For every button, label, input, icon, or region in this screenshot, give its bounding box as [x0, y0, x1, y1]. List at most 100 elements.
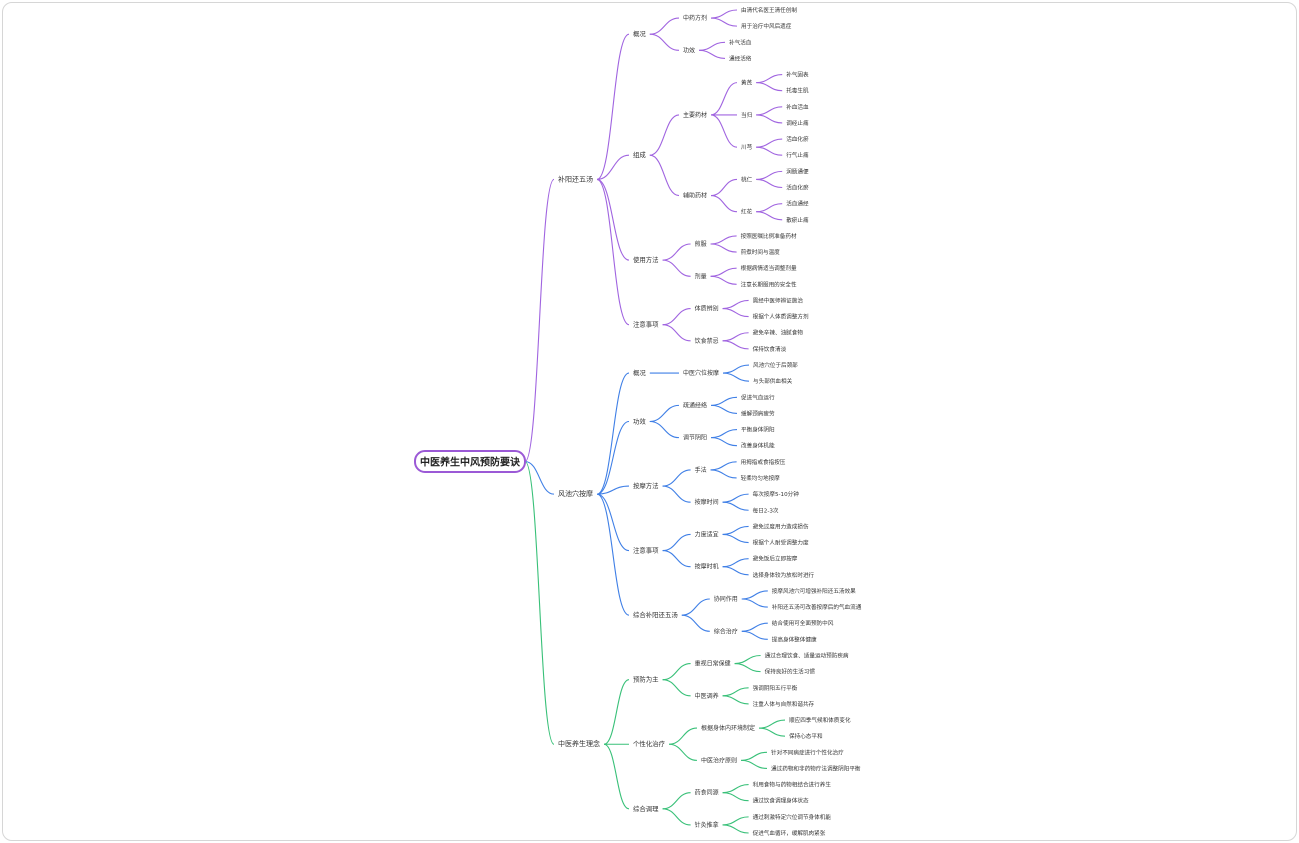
mindmap-node-level4[interactable]: 促进气血循环，缓解肌肉紧张	[753, 829, 826, 837]
mindmap-node-level4[interactable]: 保持饮食清淡	[753, 345, 787, 353]
mindmap-node-level2[interactable]: 预防为主	[633, 675, 659, 684]
mindmap-node-level4[interactable]: 注重人体与自然和谐共存	[753, 700, 815, 708]
mindmap-node-level3[interactable]: 药食同源	[695, 789, 719, 797]
mindmap-node-level5[interactable]: 托毒生肌	[786, 87, 809, 95]
mindmap-node-level3[interactable]: 重视日常保健	[695, 660, 731, 668]
mindmap-node-level1[interactable]: 风池穴按摩	[558, 489, 593, 498]
mindmap-node-level2[interactable]: 按摩方法	[633, 481, 659, 490]
connector-line	[756, 178, 783, 189]
mindmap-node-level4[interactable]: 保持心态平和	[789, 732, 823, 740]
mindmap-node-level5[interactable]: 散瘀止痛	[786, 216, 809, 224]
connector-line	[758, 719, 786, 729]
mindmap-node-level4[interactable]: 通过刺激特定穴位调节身体机能	[753, 813, 832, 821]
mindmap-node-level2[interactable]: 综合补阳还五汤	[633, 610, 678, 619]
mindmap-node-level4[interactable]: 利用食物与药物相结合进行养生	[753, 781, 832, 789]
mindmap-node-level3[interactable]: 按摩时机	[695, 563, 719, 571]
mindmap-node-level2[interactable]: 概况	[633, 29, 646, 38]
mindmap-node-level3[interactable]: 饮食禁忌	[695, 337, 719, 345]
mindmap-node-level4[interactable]: 通过饮食调理身体状态	[753, 797, 809, 805]
mindmap-node-level5[interactable]: 补血活血	[786, 103, 809, 111]
mindmap-node-level2[interactable]: 综合调理	[633, 804, 659, 813]
mindmap-node-level5[interactable]: 润肠通便	[786, 167, 809, 175]
mindmap-node-level3[interactable]: 根据身体内环境制定	[701, 724, 755, 732]
mindmap-node-level4[interactable]: 红花	[741, 208, 753, 216]
mindmap-node-level2[interactable]: 组成	[633, 150, 646, 159]
mindmap-node-level4[interactable]: 与头部供血相关	[753, 377, 793, 385]
mindmap-node-level2[interactable]: 概况	[633, 368, 646, 377]
mindmap-node-level4[interactable]: 促进气血运行	[741, 393, 775, 401]
mindmap-node-level4[interactable]: 结合使用可全面预防中风	[772, 619, 834, 627]
mindmap-node-level4[interactable]: 风池穴位于后颈部	[753, 361, 798, 369]
mindmap-node-level4[interactable]: 保持良好的生活习惯	[765, 668, 816, 676]
mindmap-node-level5[interactable]: 活血通经	[786, 200, 809, 208]
mindmap-node-level2[interactable]: 个性化治疗	[633, 739, 666, 748]
mindmap-node-level1[interactable]: 中医养生理念	[558, 739, 600, 748]
mindmap-node-level2[interactable]: 使用方法	[633, 255, 659, 264]
mindmap-node-level1[interactable]: 补阳还五汤	[558, 174, 593, 183]
mindmap-node-level2[interactable]: 注意事项	[633, 546, 659, 555]
mindmap-node-level4[interactable]: 避免过度用力造成损伤	[753, 522, 809, 530]
mindmap-node-level3[interactable]: 辅助药材	[683, 192, 707, 200]
mindmap-node-level4[interactable]: 川芎	[741, 143, 753, 151]
mindmap-node-level3[interactable]: 按摩时间	[695, 498, 719, 506]
mindmap-node-level3[interactable]: 功效	[683, 46, 695, 54]
root-node[interactable]: 中医养生中风预防要诀	[414, 450, 526, 473]
mindmap-node-level4[interactable]: 根据病情适当调整剂量	[741, 264, 797, 272]
mindmap-node-level4[interactable]: 强调阴阳五行平衡	[753, 684, 798, 692]
mindmap-node-level4[interactable]: 选择身体较为放松时进行	[753, 571, 815, 579]
mindmap-node-level3[interactable]: 中医调养	[695, 692, 719, 700]
mindmap-node-level3[interactable]: 疏通经络	[683, 401, 707, 409]
mindmap-node-level4[interactable]: 平衡身体阴阳	[741, 426, 775, 434]
mindmap-node-level4[interactable]: 避免辛辣、油腻食物	[753, 329, 804, 337]
mindmap-node-level3[interactable]: 综合治疗	[714, 627, 738, 635]
mindmap-node-level4[interactable]: 根据个人体质调整方剂	[753, 313, 809, 321]
mindmap-node-level4[interactable]: 缓解颈肩疲劳	[741, 409, 775, 417]
mindmap-node-level3[interactable]: 煎服	[695, 240, 707, 248]
mindmap-node-level2[interactable]: 注意事项	[633, 320, 659, 329]
mindmap-node-level4[interactable]: 提高身体整体健康	[772, 635, 817, 643]
mindmap-node-level4[interactable]: 需经中医师辨证施治	[753, 296, 804, 304]
mindmap-node-level4[interactable]: 桃仁	[741, 175, 753, 183]
mindmap-node-level3[interactable]: 协同作用	[714, 595, 738, 603]
mindmap-node-level5[interactable]: 调经止痛	[786, 119, 809, 127]
mindmap-node-level5[interactable]: 活血化瘀	[786, 135, 809, 143]
mindmap-node-level4[interactable]: 根据个人耐受调整力度	[753, 539, 809, 547]
mindmap-node-level3[interactable]: 体质辨别	[695, 305, 719, 313]
mindmap-node-level4[interactable]: 由清代名医王清任创制	[741, 6, 797, 14]
mindmap-node-level3[interactable]: 手法	[695, 466, 707, 474]
mindmap-node-level2[interactable]: 功效	[633, 417, 646, 426]
mindmap-node-level3[interactable]: 主要药材	[683, 111, 707, 119]
mindmap-node-level4[interactable]: 避免饭后立即按摩	[753, 555, 798, 563]
mindmap-node-level4[interactable]: 针对不同病症进行个性化治疗	[771, 748, 844, 756]
mindmap-node-level3[interactable]: 调节阴阳	[683, 434, 707, 442]
mindmap-node-level4[interactable]: 通过药物和非药物疗法调整阴阳平衡	[771, 764, 861, 772]
mindmap-node-level3[interactable]: 力度适宜	[695, 530, 719, 538]
mindmap-node-level4[interactable]: 当归	[741, 111, 753, 119]
mindmap-node-level4[interactable]: 通过合理饮食、适量运动预防疾病	[765, 651, 849, 659]
mindmap-node-level4[interactable]: 每次按摩5-10分钟	[753, 490, 800, 498]
mindmap-node-level4[interactable]: 注意长期服用的安全性	[741, 280, 797, 288]
mindmap-node-level4[interactable]: 补阳还五汤可改善按摩后的气血流通	[772, 603, 862, 611]
mindmap-node-level5[interactable]: 行气止痛	[786, 151, 809, 159]
mindmap-node-level3[interactable]: 中医穴位按摩	[683, 369, 719, 377]
mindmap-node-level4[interactable]: 用拇指或食指按压	[741, 458, 786, 466]
mindmap-node-level4[interactable]: 用于治疗中风后遗症	[741, 22, 792, 30]
mindmap-node-level4[interactable]: 补气活血	[729, 38, 752, 46]
mindmap-node-level4[interactable]: 轻柔均匀地按摩	[741, 474, 781, 482]
mindmap-node-level4[interactable]: 按照医嘱比例准备药材	[741, 232, 797, 240]
mindmap-node-level3[interactable]: 中医治疗原则	[701, 756, 737, 764]
mindmap-node-level5[interactable]: 活血化瘀	[786, 184, 809, 192]
mindmap-node-level3[interactable]: 剂量	[695, 272, 707, 280]
connector-line	[524, 460, 555, 745]
mindmap-node-level4[interactable]: 黄芪	[741, 79, 753, 87]
mindmap-node-level4[interactable]: 通经活络	[729, 54, 752, 62]
mindmap-node-level4[interactable]: 每日2-3次	[753, 506, 779, 514]
mindmap-node-level3[interactable]: 针灸推拿	[695, 821, 719, 829]
mindmap-node-level5[interactable]: 补气固表	[786, 71, 809, 79]
mindmap-node-level4[interactable]: 顺应四季气候和体质变化	[789, 716, 851, 724]
mindmap-node-level4[interactable]: 按摩风池穴可增强补阳还五汤效果	[772, 587, 856, 595]
mindmap-node-level4[interactable]: 改善身体机能	[741, 442, 775, 450]
mindmap-node-level4[interactable]: 煎煮时间与温度	[741, 248, 781, 256]
mindmap-node-level3[interactable]: 中药方剂	[683, 14, 707, 22]
